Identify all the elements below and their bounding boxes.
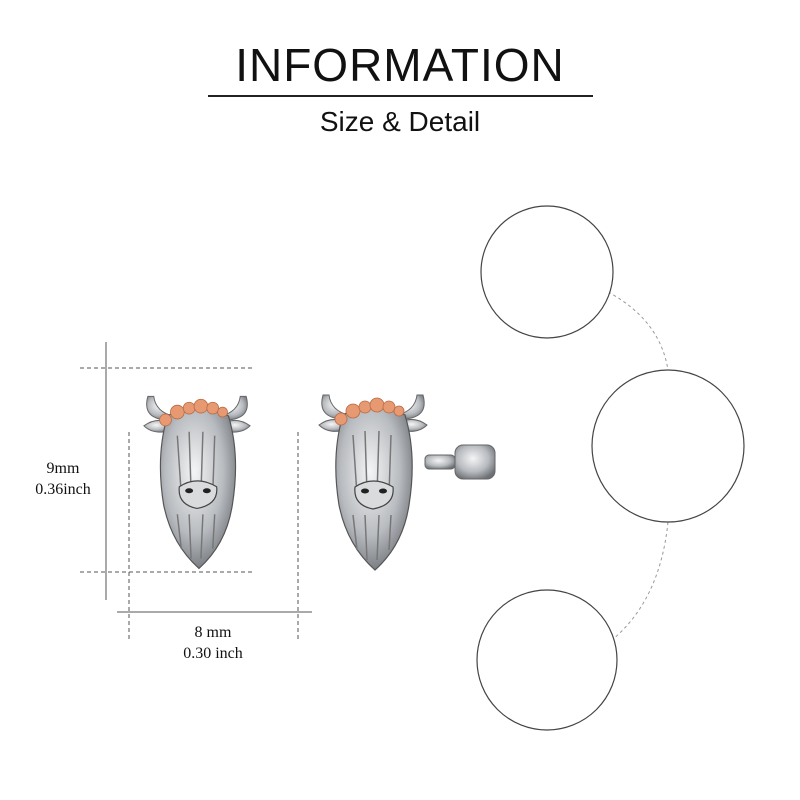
detail-circle-bottom	[476, 589, 618, 731]
detail-circle-middle	[591, 369, 745, 523]
earring-side	[318, 394, 496, 571]
earring-front	[143, 395, 251, 570]
detail-circle-top	[480, 205, 614, 339]
height-mm: 9mm	[46, 460, 80, 477]
page-subtitle: Size & Detail	[319, 106, 481, 137]
connector-arc	[607, 291, 669, 371]
height-label: 9mm 0.36inch	[20, 458, 106, 500]
width-label: 8 mm 0.30 inch	[160, 622, 266, 664]
title-divider	[208, 95, 593, 97]
connector-arc	[611, 521, 669, 641]
page-title: INFORMATION	[235, 39, 565, 91]
height-inch: 0.36inch	[35, 481, 91, 498]
width-inch: 0.30 inch	[183, 645, 243, 662]
width-mm: 8 mm	[194, 624, 232, 641]
